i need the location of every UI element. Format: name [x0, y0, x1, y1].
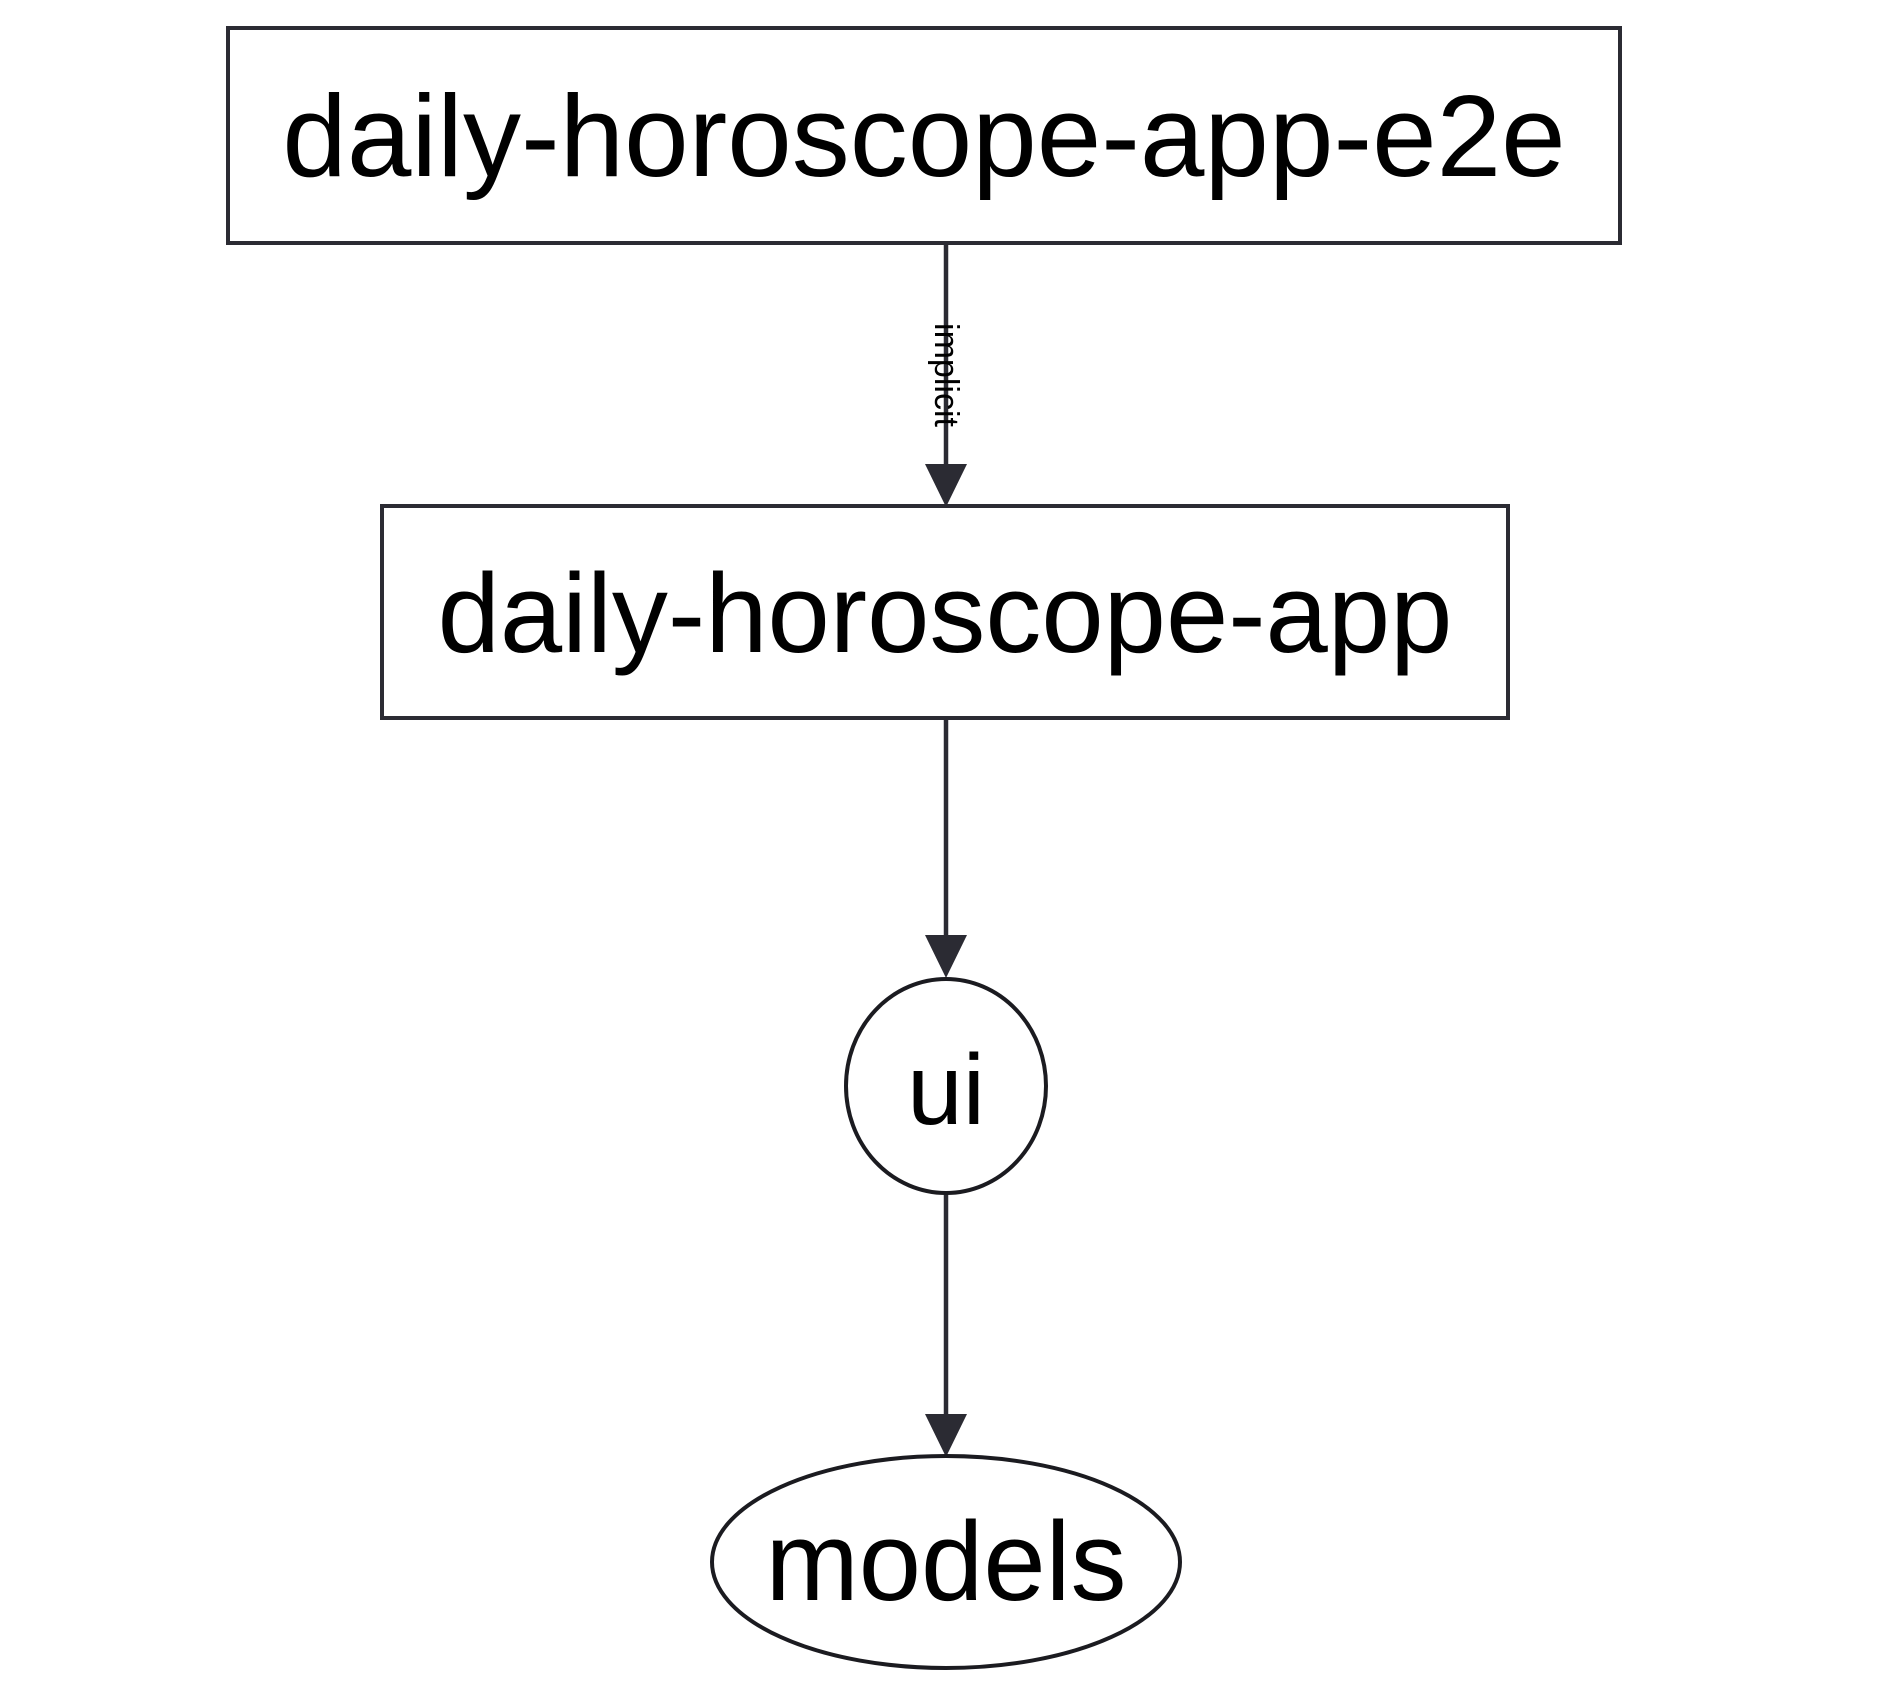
- arrowhead-e2e-to-app: [925, 464, 967, 507]
- arrowhead-app-to-ui: [925, 935, 967, 978]
- node-daily-horoscope-app[interactable]: daily-horoscope-app: [380, 504, 1510, 720]
- node-shape-rectangle[interactable]: [226, 26, 1622, 245]
- node-shape-rectangle[interactable]: [380, 504, 1510, 720]
- edge-label-implicit: implicit: [927, 323, 965, 427]
- node-label-daily-horoscope-app: daily-horoscope-app: [438, 551, 1453, 676]
- edge-app-to-ui: [925, 718, 967, 978]
- node-shape-ellipse[interactable]: [844, 977, 1048, 1195]
- node-shape-ellipse[interactable]: [710, 1454, 1182, 1670]
- node-models[interactable]: models: [710, 1454, 1182, 1670]
- node-ui[interactable]: ui: [844, 977, 1048, 1195]
- edge-e2e-to-app: implicit: [925, 243, 967, 507]
- node-label-models: models: [765, 1499, 1126, 1624]
- node-label-daily-horoscope-app-e2e: daily-horoscope-app-e2e: [282, 71, 1565, 201]
- node-daily-horoscope-app-e2e[interactable]: daily-horoscope-app-e2e: [226, 26, 1622, 245]
- arrowhead-ui-to-models: [925, 1414, 967, 1457]
- edge-ui-to-models: [925, 1193, 967, 1457]
- node-label-ui: ui: [907, 1034, 985, 1146]
